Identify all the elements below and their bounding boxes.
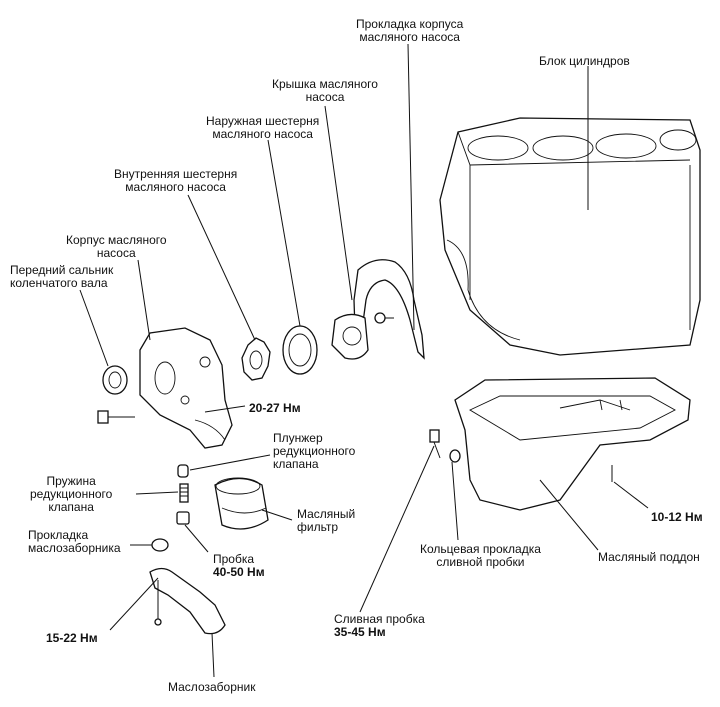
label-pump-body-line1: Корпус масляного [66, 233, 167, 247]
label-torque-40-50: 40-50 Нм [213, 565, 265, 579]
label-pickup-gasket: Прокладка маслозаборника [28, 529, 121, 555]
label-oil-pickup-text: Маслозаборник [168, 680, 256, 694]
leader-lines [79, 43, 649, 678]
label-drain-ring-line2: сливной пробки [436, 555, 525, 569]
label-pump-body: Корпус масляного насоса [66, 234, 167, 260]
label-cylinder-block-text: Блок цилиндров [539, 54, 630, 68]
label-outer-gear-line2: масляного насоса [212, 127, 313, 141]
label-oil-pan: Масляный поддон [598, 551, 700, 564]
label-torque-15-22: 15-22 Нм [46, 632, 98, 645]
spring-drawing [179, 483, 189, 503]
front-seal-drawing [102, 365, 128, 395]
label-drain-ring-line1: Кольцевая прокладка [420, 542, 541, 556]
label-plug: Пробка 40-50 Нм [213, 553, 265, 579]
label-spring: Пружина редукционного клапана [30, 475, 112, 514]
label-drain-plug: Сливная пробка 35-45 Нм [334, 613, 425, 639]
label-pump-cover: Крышка масляного насоса [272, 78, 378, 104]
label-pump-cover-line1: Крышка масляного [272, 77, 378, 91]
label-pickup-gasket-line1: Прокладка [28, 528, 89, 542]
label-pickup-gasket-line2: маслозаборника [28, 541, 121, 555]
label-front-seal: Передний сальник коленчатого вала [10, 264, 113, 290]
label-pump-gasket: Прокладка корпуса масляного насоса [356, 18, 463, 44]
label-cylinder-block: Блок цилиндров [539, 55, 630, 68]
label-drain-plug-text: Сливная пробка [334, 612, 425, 626]
outer-gear-drawing [282, 325, 318, 375]
cover-screw-drawing [374, 312, 394, 324]
label-plunger-line2: редукционного [273, 444, 356, 458]
label-pump-cover-line2: насоса [305, 90, 345, 104]
label-plunger-line3: клапана [273, 457, 319, 471]
label-oil-filter-line1: Масляный [297, 507, 356, 521]
label-torque-35-45: 35-45 Нм [334, 625, 386, 639]
label-pump-gasket-line2: масляного насоса [359, 30, 460, 44]
label-plug-text: Пробка [213, 552, 255, 566]
label-torque-15-22-text: 15-22 Нм [46, 631, 98, 645]
label-torque-20-27: 20-27 Нм [249, 402, 301, 415]
label-inner-gear-line2: масляного насоса [125, 180, 226, 194]
pump-bolt-drawing [97, 410, 135, 424]
label-torque-10-12-text: 10-12 Нм [651, 510, 703, 524]
label-inner-gear-line1: Внутренняя шестерня [114, 167, 238, 181]
label-spring-line2: редукционного [30, 487, 113, 501]
label-plunger: Плунжер редукционного клапана [273, 432, 355, 471]
plunger-drawing [177, 464, 189, 478]
pump-gasket-drawing [353, 259, 425, 360]
label-front-seal-line1: Передний сальник [10, 263, 114, 277]
drain-ring-drawing [449, 449, 461, 463]
label-spring-line1: Пружина [46, 474, 96, 488]
label-inner-gear: Внутренняя шестерня масляного насоса [114, 168, 237, 194]
label-oil-pickup: Маслозаборник [168, 681, 255, 694]
cylinder-block-drawing [439, 117, 701, 356]
label-spring-line3: клапана [48, 500, 94, 514]
plug-drawing [176, 511, 190, 525]
inner-gear-drawing [241, 337, 271, 381]
label-torque-10-12: 10-12 Нм [651, 511, 703, 524]
label-front-seal-line2: коленчатого вала [10, 276, 108, 290]
drain-plug-drawing [429, 429, 441, 459]
label-pump-body-line2: насоса [96, 246, 136, 260]
label-outer-gear: Наружная шестерня масляного насоса [206, 115, 319, 141]
oil-pan-drawing [454, 377, 691, 511]
label-oil-filter: Масляный фильтр [297, 508, 355, 534]
pump-body-drawing [139, 327, 233, 449]
label-plunger-line1: Плунжер [273, 431, 323, 445]
pump-cover-drawing [331, 313, 369, 360]
oil-filter-drawing [214, 477, 269, 530]
pickup-gasket-drawing [151, 538, 169, 552]
oil-pickup-drawing [149, 567, 226, 635]
label-outer-gear-line1: Наружная шестерня [206, 114, 320, 128]
label-oil-filter-line2: фильтр [297, 520, 339, 534]
label-torque-20-27-text: 20-27 Нм [249, 401, 301, 415]
label-oil-pan-text: Масляный поддон [598, 550, 700, 564]
label-pump-gasket-line1: Прокладка корпуса [356, 17, 464, 31]
label-drain-ring: Кольцевая прокладка сливной пробки [420, 543, 541, 569]
